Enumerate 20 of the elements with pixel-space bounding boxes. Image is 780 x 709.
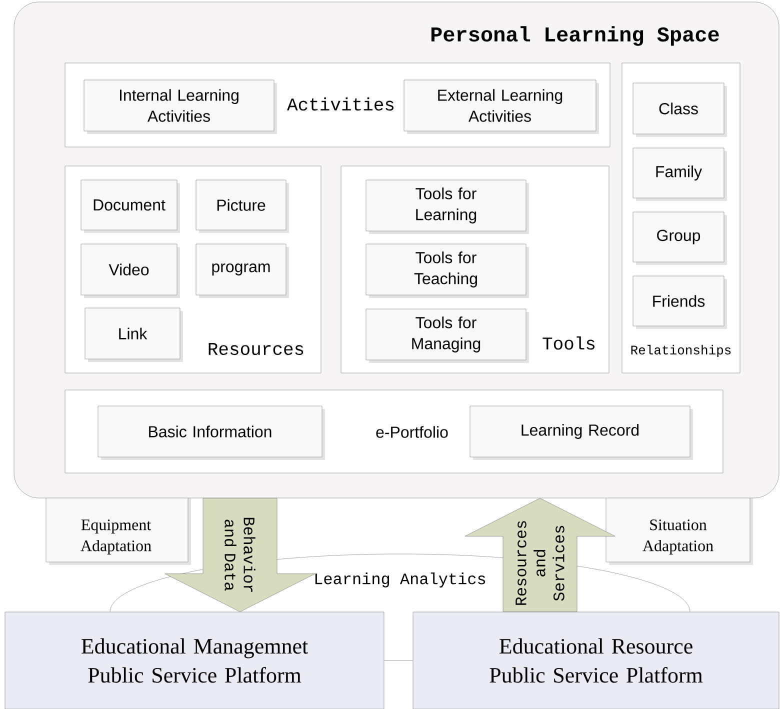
item-box: Document — [80, 180, 180, 233]
platform-box: Educational Resource Public Service Platform — [412, 612, 780, 709]
item-box: Group — [632, 212, 727, 265]
item-box: Internal Learning Activities — [84, 80, 277, 134]
item-box: Learning Record — [470, 406, 693, 460]
item-box: Link — [84, 308, 183, 362]
item-box: Tools for Teaching — [366, 244, 529, 298]
item-box: Tools for Managing — [366, 308, 529, 363]
item-box: Basic Information — [98, 406, 325, 460]
item-box: Class — [632, 82, 727, 137]
item-box: Friends — [632, 276, 727, 329]
item-box: program — [196, 244, 289, 298]
item-box: Tools for Learning — [366, 180, 529, 234]
item-box: Video — [80, 244, 180, 298]
item-box: Picture — [196, 180, 289, 233]
platform-box: Educational Managemnet Public Service Platform — [4, 612, 384, 709]
connector-line — [384, 660, 413, 661]
item-box: Family — [632, 148, 727, 201]
item-box: External Learning Activities — [404, 80, 599, 134]
edge-label: Behavior and Data — [224, 506, 256, 604]
